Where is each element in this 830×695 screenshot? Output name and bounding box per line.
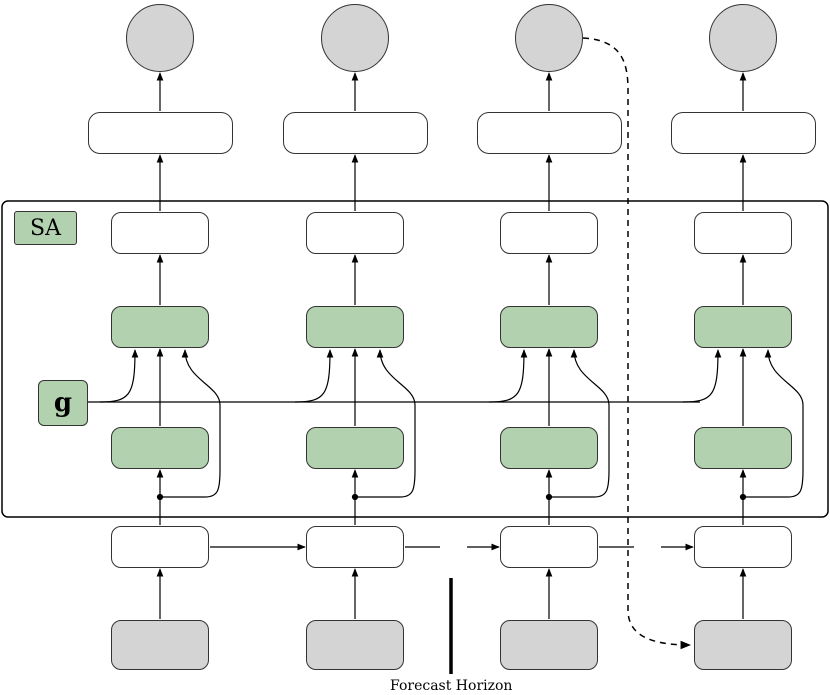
arrow-E-to-A-0 <box>160 349 221 498</box>
arrow-E-to-A-3 <box>743 349 804 498</box>
sa-label: SA <box>14 211 77 245</box>
output-node-3 <box>709 4 777 72</box>
attention-node-1 <box>306 306 404 348</box>
attention-node-3 <box>694 306 792 348</box>
l-node-0 <box>111 427 209 469</box>
forecast-horizon-label: Forecast Horizon <box>390 678 513 694</box>
arrow-g-to-A-1 <box>294 349 334 403</box>
distribution-node-2 <box>476 112 622 154</box>
embedding-node-1 <box>306 526 404 568</box>
embedding-node-2 <box>500 526 598 568</box>
l-node-3 <box>694 427 792 469</box>
arrow-E-to-A-2 <box>549 349 610 498</box>
sa-frame <box>1 200 829 518</box>
embedding-node-0 <box>111 526 209 568</box>
input-node-1 <box>306 620 404 670</box>
output-node-0 <box>126 4 194 72</box>
f-node-3 <box>694 212 792 254</box>
arrow-g-to-A-0 <box>99 349 139 403</box>
attention-node-2 <box>500 306 598 348</box>
output-node-1 <box>321 4 389 72</box>
arrow-g-to-A-2 <box>488 349 528 403</box>
distribution-node-1 <box>282 112 428 154</box>
global-node-g: g <box>38 380 88 426</box>
input-node-3 <box>694 620 792 670</box>
embedding-node-3 <box>694 526 792 568</box>
input-node-2 <box>500 620 598 670</box>
l-node-1 <box>306 427 404 469</box>
arrow-E-to-A-1 <box>355 349 416 498</box>
l-node-2 <box>500 427 598 469</box>
distribution-node-3 <box>670 112 816 154</box>
output-node-2 <box>515 4 583 72</box>
attention-node-0 <box>111 306 209 348</box>
f-node-0 <box>111 212 209 254</box>
f-node-1 <box>306 212 404 254</box>
distribution-node-0 <box>87 112 233 154</box>
arrow-g-to-A-3 <box>682 349 722 403</box>
input-node-0 <box>111 620 209 670</box>
f-node-2 <box>500 212 598 254</box>
